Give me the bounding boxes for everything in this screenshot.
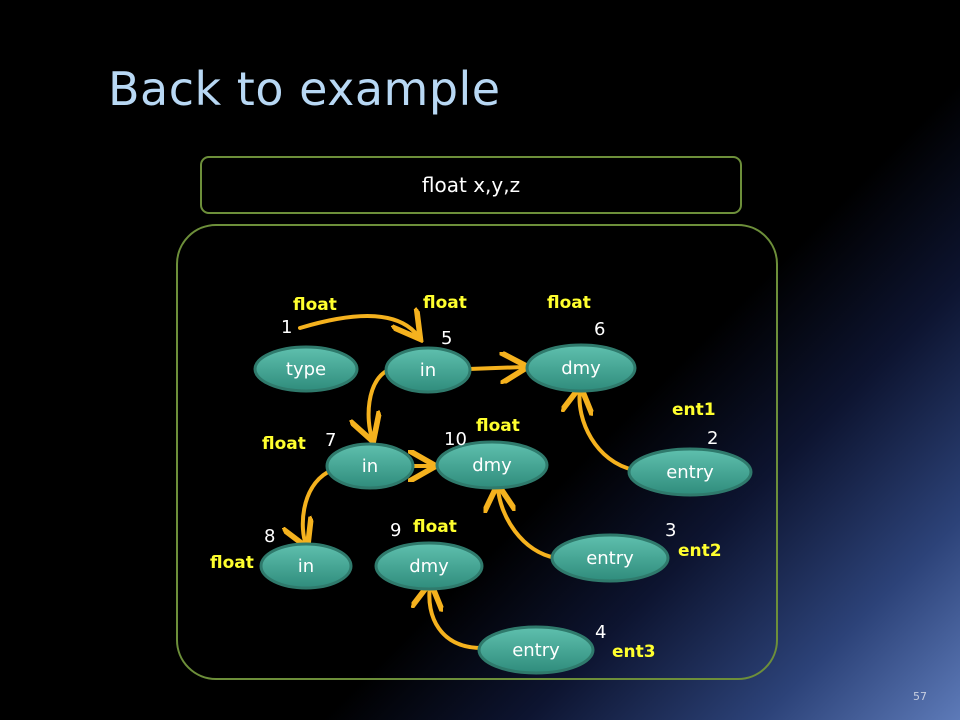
order-number-10: 10	[444, 429, 467, 450]
edge-in7-to-in8	[303, 470, 330, 544]
type-label-6: float	[547, 293, 591, 313]
declaration-text: float x,y,z	[421, 173, 521, 197]
edge-in-to-in7	[369, 368, 390, 438]
entry-label-ent1: ent1	[672, 400, 716, 420]
node-dmy-9-label: dmy	[409, 556, 449, 577]
node-in-5	[384, 346, 472, 394]
node-dmy-10	[435, 440, 549, 490]
entry-label-ent2: ent2	[678, 541, 722, 561]
node-in-8	[259, 542, 353, 590]
edge-entry2-to-dmy6	[579, 390, 636, 472]
node-dmy-10-label: dmy	[472, 455, 512, 476]
slide-title: Back to example	[108, 62, 501, 116]
node-entry-3	[550, 533, 670, 583]
type-label-10: float	[476, 416, 520, 436]
order-number-5: 5	[441, 328, 452, 349]
order-number-2: 2	[707, 428, 718, 449]
type-label-9: float	[413, 517, 457, 537]
node-in-8-label: in	[298, 556, 314, 577]
order-number-4: 4	[595, 622, 606, 643]
order-number-7: 7	[325, 430, 336, 451]
node-in-5-label: in	[420, 360, 436, 381]
order-number-8: 8	[264, 526, 275, 547]
type-label-5: float	[423, 293, 467, 313]
node-type	[253, 345, 359, 393]
type-label-7: float	[262, 434, 306, 454]
type-label-8: float	[210, 553, 254, 573]
order-number-1: 1	[281, 317, 292, 338]
node-dmy-9	[374, 541, 484, 591]
node-entry-3-label: entry	[586, 548, 634, 569]
node-type-label: type	[286, 359, 326, 380]
diagram-frame	[176, 224, 778, 680]
edge-entry3-to-dmy10	[498, 488, 558, 560]
type-label-1: float	[293, 295, 337, 315]
order-number-6: 6	[594, 319, 605, 340]
edge-type-to-in	[298, 316, 418, 336]
node-in-7-label: in	[362, 456, 378, 477]
node-dmy-6	[525, 343, 637, 393]
node-dmy-6-label: dmy	[561, 358, 601, 379]
order-number-3: 3	[665, 520, 676, 541]
node-in-7	[325, 442, 415, 490]
order-number-9: 9	[390, 520, 401, 541]
declaration-box: float x,y,z	[200, 156, 742, 214]
node-entry-4-label: entry	[512, 640, 560, 661]
node-entry-4	[477, 625, 595, 675]
entry-label-ent3: ent3	[612, 642, 656, 662]
edge-entry4-to-dmy9	[429, 586, 484, 650]
slide-number: 57	[913, 690, 927, 703]
node-entry-2	[627, 447, 753, 497]
node-entry-2-label: entry	[666, 462, 714, 483]
